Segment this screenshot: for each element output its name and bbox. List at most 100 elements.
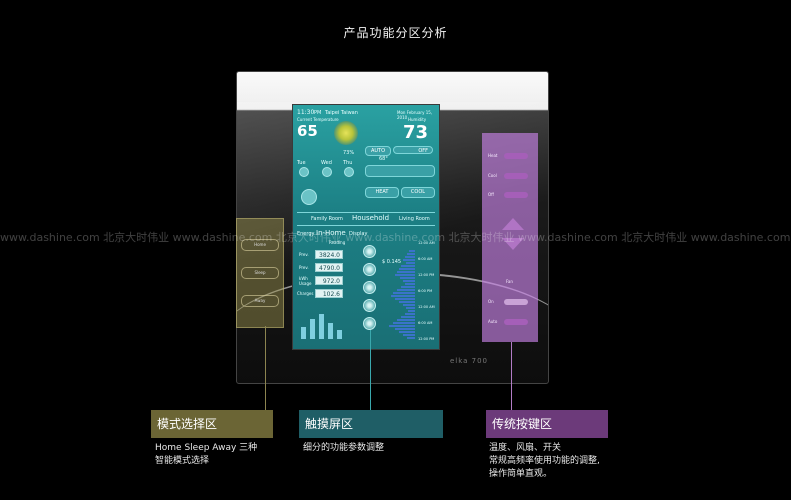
reading-1-value: 3824.0: [315, 250, 343, 259]
usage-hbar: [401, 316, 415, 318]
usage-hbar: [406, 307, 415, 309]
setpoint-slider[interactable]: [365, 165, 435, 177]
reading-3-label: kWh Usage: [299, 276, 312, 286]
fan-icon[interactable]: [363, 263, 376, 276]
energy-label: Energy: [297, 231, 315, 237]
arrow-up-icon[interactable]: [502, 218, 524, 230]
callout-mode-desc: Home Sleep Away 三种 智能模式选择: [155, 443, 258, 466]
forecast-day-3: Thu: [343, 160, 353, 166]
usage-bar: [301, 327, 306, 339]
usage-bar: [319, 314, 324, 339]
time-label: 6:00 PM: [418, 289, 433, 293]
key-auto-label: Auto: [488, 319, 498, 324]
temperature-arrows[interactable]: [502, 218, 524, 252]
weather-sun-icon: [334, 121, 358, 145]
usage-hbar: [403, 304, 415, 306]
forecast-day-1: Tue: [297, 160, 306, 166]
callout-line-keys: [511, 342, 512, 410]
usage-hbar: [401, 265, 415, 267]
reading-2-label: Prev.: [299, 265, 309, 270]
usage-hbar: [397, 319, 415, 321]
usage-hbar: [403, 280, 415, 282]
weather-icon: [344, 167, 354, 177]
tab-family-room[interactable]: Family Room: [311, 216, 343, 222]
mode-home-button[interactable]: Home: [241, 239, 279, 251]
callout-line-touch: [370, 330, 371, 410]
mode-off-toggle[interactable]: OFF: [393, 146, 433, 154]
cloud-icon: [299, 167, 309, 177]
mode-sleep-button[interactable]: Sleep: [241, 267, 279, 279]
usage-hbar: [409, 250, 415, 252]
mode-auto-button[interactable]: AUTO: [365, 146, 391, 156]
usage-bar: [310, 319, 315, 339]
time-label: 6:00 AM: [418, 321, 433, 325]
usage-hbar: [408, 310, 415, 312]
current-temp-label: Current Temperature: [297, 117, 339, 122]
key-on-label: On: [488, 299, 494, 304]
in-home-label: In-Home: [316, 229, 346, 237]
tab-living-room[interactable]: Living Room: [399, 216, 430, 222]
usage-hbar: [407, 337, 415, 339]
brand-label: elka 700: [449, 357, 488, 365]
key-fan-label: Fan: [506, 279, 513, 284]
cost-label: $ 0.145: [382, 259, 402, 265]
key-fan-on-button[interactable]: [504, 299, 528, 305]
room-tabs: Family Room Household Living Room: [297, 212, 435, 226]
key-off-label: Off: [488, 192, 494, 197]
callout-line-mode: [265, 326, 266, 410]
usage-hbar: [401, 286, 415, 288]
mode-away-button[interactable]: Away: [241, 295, 279, 307]
time-label: 12:00 AM: [418, 305, 435, 309]
usage-hbar: [393, 322, 415, 324]
callout-touch-desc: 细分的功能参数调整: [303, 443, 385, 453]
time-label: 12:00 AM: [418, 241, 435, 245]
usage-hbar: [391, 295, 415, 297]
tab-household[interactable]: Household: [352, 214, 390, 222]
reading-3-value: 972.0: [315, 276, 343, 285]
fan-icon[interactable]: [363, 317, 376, 330]
forecast-day-2: Wed: [321, 160, 332, 166]
fan-icon[interactable]: [363, 299, 376, 312]
key-fan-auto-button[interactable]: [504, 319, 528, 325]
reading-4-value: 102.6: [315, 289, 343, 298]
outdoor-temp: 65: [297, 122, 318, 140]
usage-hbar: [393, 292, 415, 294]
date-label: Mon February 15, 2010: [397, 110, 433, 120]
time-label: 6:00 AM: [418, 257, 433, 261]
usage-hbar: [405, 256, 415, 258]
callout-touch-title: 触摸屏区: [299, 410, 443, 438]
clock-time: 11:30: [297, 109, 315, 116]
home-icon[interactable]: [301, 189, 317, 205]
indoor-label: Humidity: [408, 117, 427, 122]
usage-hbar: [407, 253, 415, 255]
setpoint-value: 68°: [379, 156, 388, 162]
traditional-key-panel: Heat Cool Off Fan On Auto: [482, 133, 538, 342]
watermark-text: www.dashine.com 北京大时伟业 www.dashine.com 北…: [0, 231, 791, 244]
key-cool-button[interactable]: [504, 173, 528, 179]
callout-keys-desc: 温度、风扇、开关 常规高频率使用功能的调整, 操作简单直观。: [489, 443, 600, 479]
key-heat-button[interactable]: [504, 153, 528, 159]
key-off-button[interactable]: [504, 192, 528, 198]
usage-hbar: [399, 331, 415, 333]
reading-label: Reading: [329, 240, 346, 245]
reading-1-label: Prev.: [299, 252, 309, 257]
heat-button[interactable]: HEAT: [365, 187, 399, 198]
cool-button[interactable]: COOL: [401, 187, 435, 198]
indoor-temp: 73: [403, 122, 429, 143]
page-title: 产品功能分区分析: [343, 26, 448, 40]
usage-hbar: [395, 328, 415, 330]
usage-hbar: [395, 298, 415, 300]
time-label: 12:00 PM: [418, 337, 435, 341]
touch-screen[interactable]: 11:30 PM Taipei Taiwan Mon February 15, …: [292, 104, 440, 350]
usage-hbar: [403, 259, 415, 261]
reading-4-label: Charges: [297, 291, 314, 296]
clock-ampm: PM: [314, 110, 322, 116]
usage-hbar: [400, 277, 415, 279]
callout-keys-title: 传统按键区: [486, 410, 608, 438]
fan-icon[interactable]: [363, 281, 376, 294]
arrow-down-icon[interactable]: [502, 238, 524, 250]
usage-hbar: [397, 271, 415, 273]
fan-icon[interactable]: [363, 245, 376, 258]
usage-hbar: [395, 274, 415, 276]
usage-hbar: [403, 334, 415, 336]
